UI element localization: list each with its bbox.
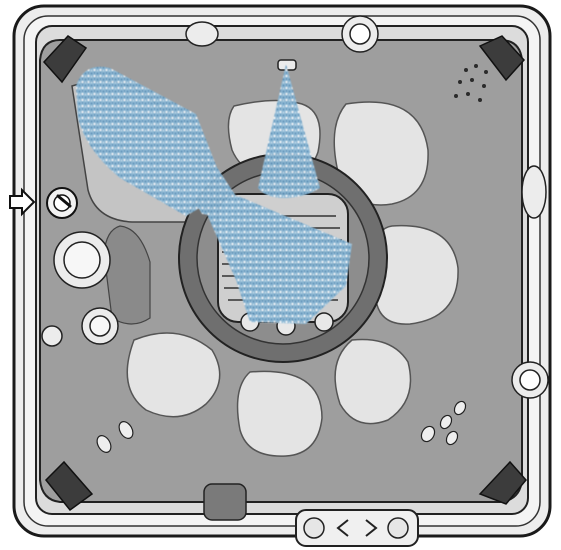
seat-bottom-right [334,338,412,425]
diverter-valve-icon [46,187,78,219]
top-left-jet [185,21,219,47]
control-chevron-left-icon [336,519,349,537]
spray-top-neck-jet [258,64,320,198]
right-fixtures [511,165,549,399]
bottom-control-panel [295,509,419,547]
seat-bottom [236,370,323,457]
jet-cluster-bottom-left [96,421,134,453]
indicator-arrow-icon [9,187,36,217]
control-chevron-right-icon [365,519,378,537]
left-fixtures [41,231,119,347]
left-air-control [41,325,63,347]
jet-cluster-bottom-right [420,400,467,446]
bottom-step [203,483,247,521]
control-knob-left [303,517,325,539]
pillow-bottom-right [478,460,527,505]
pillow-top-right [478,35,526,82]
pillow-bottom-left [44,460,94,512]
seat-right [375,224,459,325]
filter-jet-right [314,312,334,332]
right-upper-control [521,165,547,219]
seat-bottom-left [126,332,221,418]
spray-filter-fan [206,196,352,324]
control-knob-right [387,517,409,539]
pillow-top-left [42,35,88,84]
seat-top-right [333,101,429,206]
jet-cluster-top-right [454,64,488,102]
water-sprays [76,64,352,324]
lounger-legs [103,225,151,325]
top-fixtures [185,15,379,71]
